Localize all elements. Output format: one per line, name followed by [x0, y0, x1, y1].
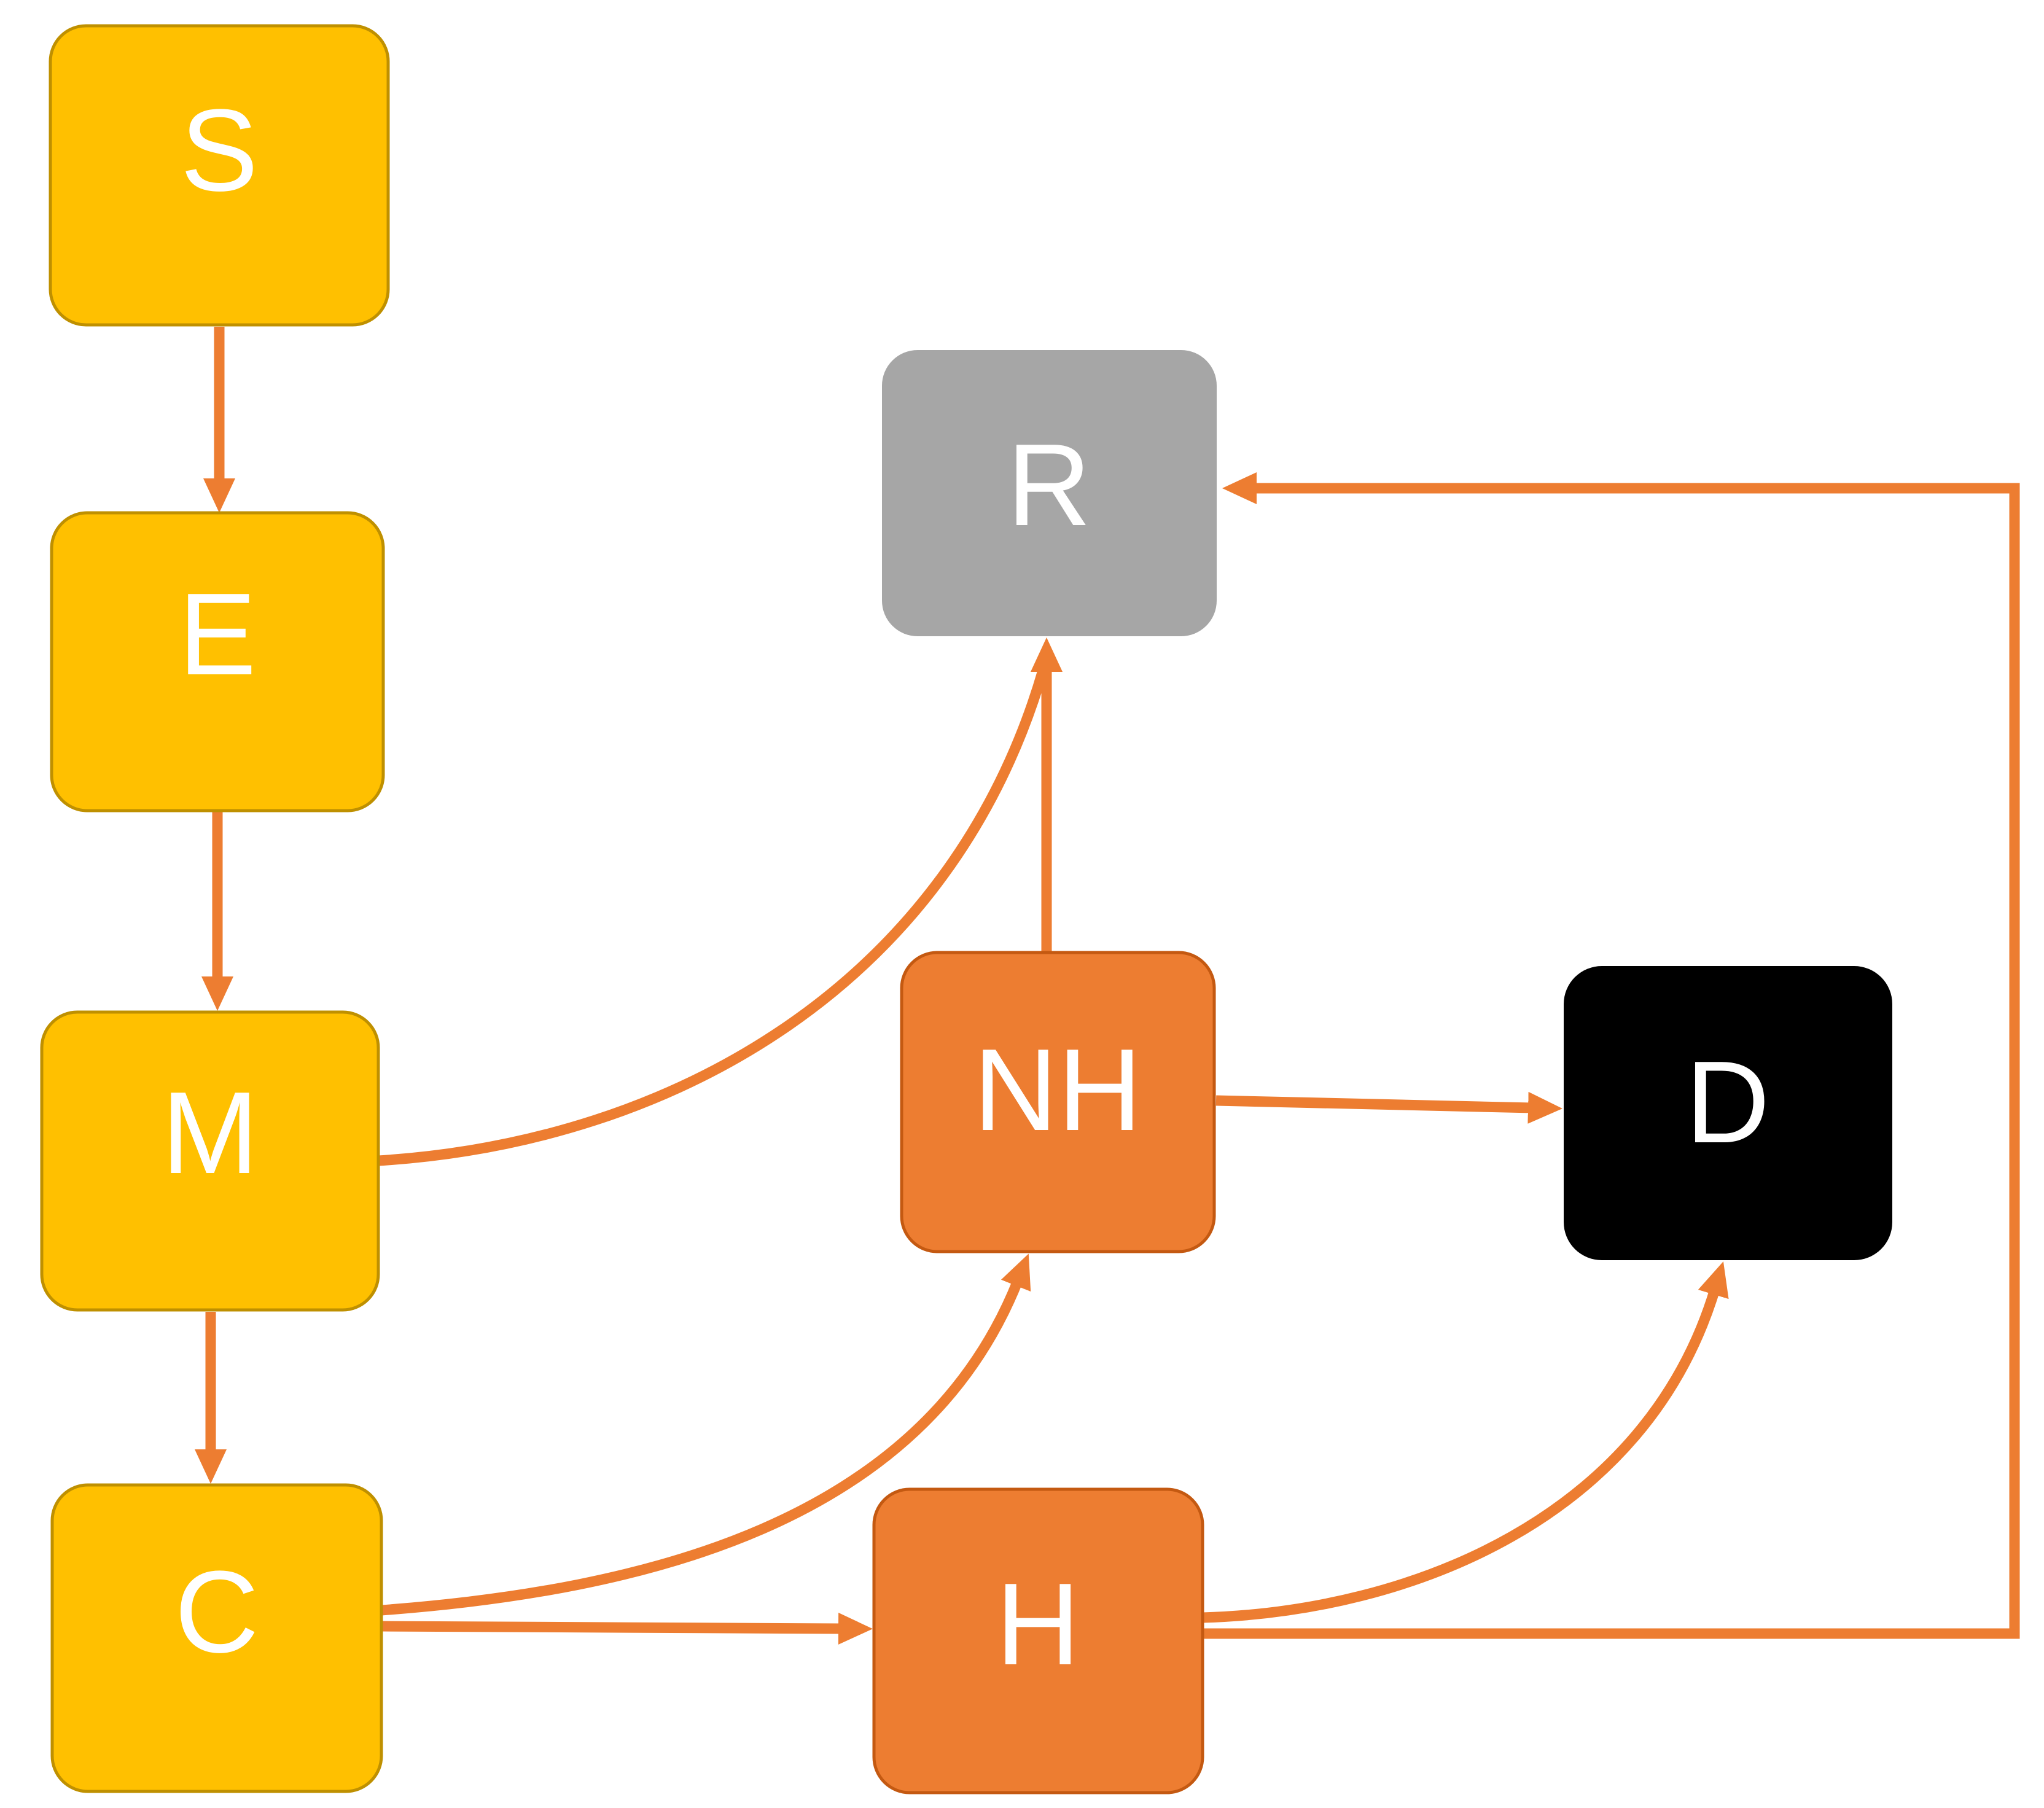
arrow-h-to-d-curve [1202, 1261, 1729, 1623]
node-nh-label: NH [973, 1025, 1142, 1155]
arrow-h-to-r-elbow [1203, 472, 2020, 1639]
node-r-label: R [1007, 420, 1091, 550]
node-s-label: S [181, 85, 259, 216]
edges-layer [195, 327, 2020, 1645]
arrow-c-to-h [381, 1612, 873, 1645]
node-nh: NH [900, 951, 1216, 1253]
nodes-layer: S E M C R NH [40, 24, 1892, 1794]
node-c: C [50, 1483, 383, 1793]
node-h: H [872, 1487, 1204, 1794]
node-c-box [50, 1483, 383, 1793]
node-d-label: D [1685, 1037, 1769, 1167]
node-c-label: C [174, 1547, 259, 1677]
node-m: M [40, 1010, 380, 1312]
node-d-box [1564, 966, 1892, 1260]
arrow-m-to-r-curve [378, 669, 1048, 1166]
arrow-nh-to-d [1215, 1091, 1562, 1124]
node-h-box [872, 1487, 1204, 1794]
node-d: D [1564, 966, 1892, 1260]
node-nh-box [900, 951, 1216, 1253]
node-h-label: H [996, 1559, 1080, 1689]
node-e-box [50, 511, 385, 812]
node-s: S [49, 24, 390, 327]
node-m-box [40, 1010, 380, 1312]
node-e: E [50, 511, 385, 812]
node-s-box [49, 24, 390, 327]
node-m-label: M [162, 1068, 259, 1198]
node-e-label: E [179, 569, 257, 699]
node-r-box [882, 350, 1217, 636]
arrow-c-to-nh-curve [381, 1253, 1031, 1616]
node-r: R [882, 350, 1217, 636]
